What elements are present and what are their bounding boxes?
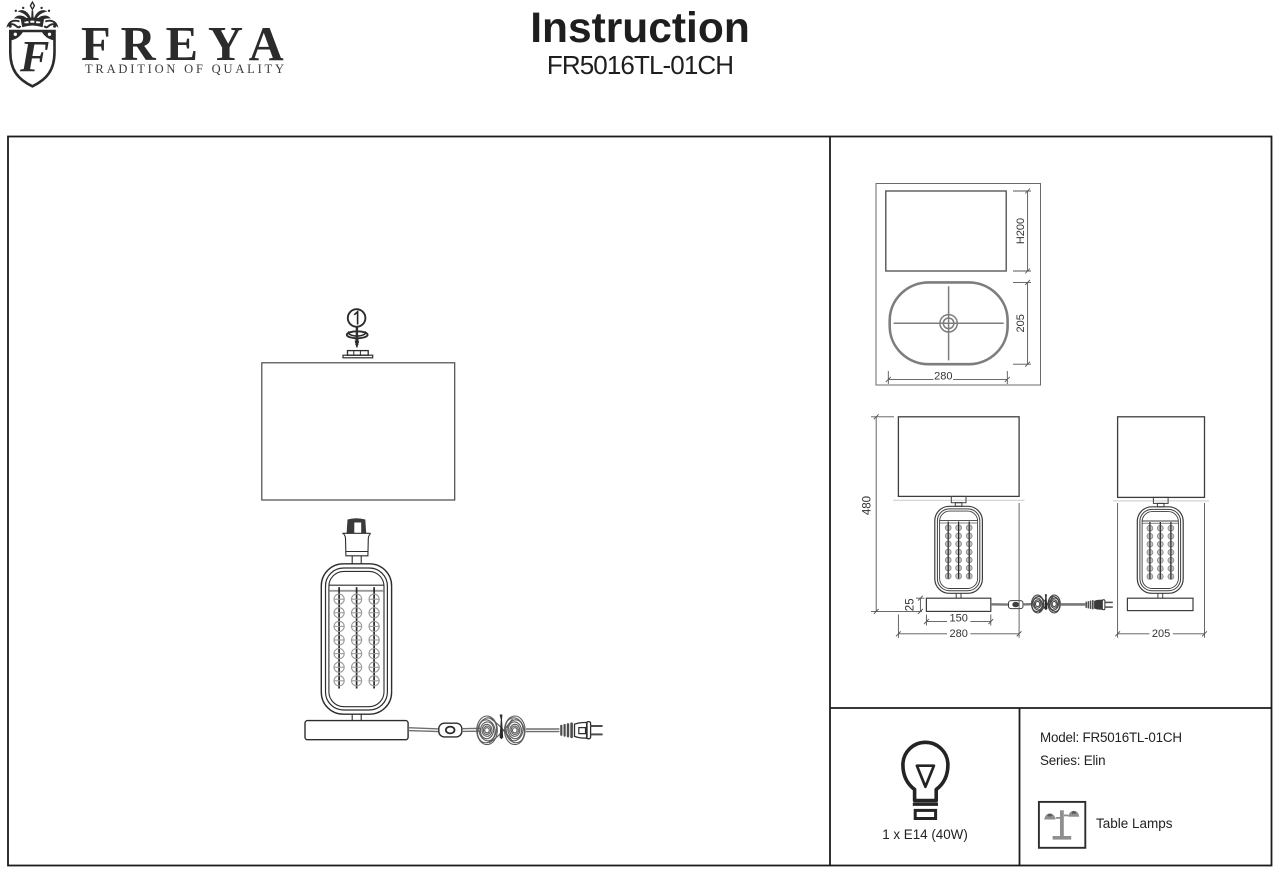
svg-text:150: 150 xyxy=(950,613,968,625)
svg-text:205: 205 xyxy=(1152,628,1170,640)
svg-text:480: 480 xyxy=(862,496,874,515)
svg-text:25: 25 xyxy=(905,598,917,611)
svg-text:F: F xyxy=(19,32,49,81)
svg-text:205: 205 xyxy=(1015,314,1027,332)
svg-text:H200: H200 xyxy=(1015,218,1027,244)
svg-text:280: 280 xyxy=(950,628,968,640)
svg-text:280: 280 xyxy=(934,370,952,382)
